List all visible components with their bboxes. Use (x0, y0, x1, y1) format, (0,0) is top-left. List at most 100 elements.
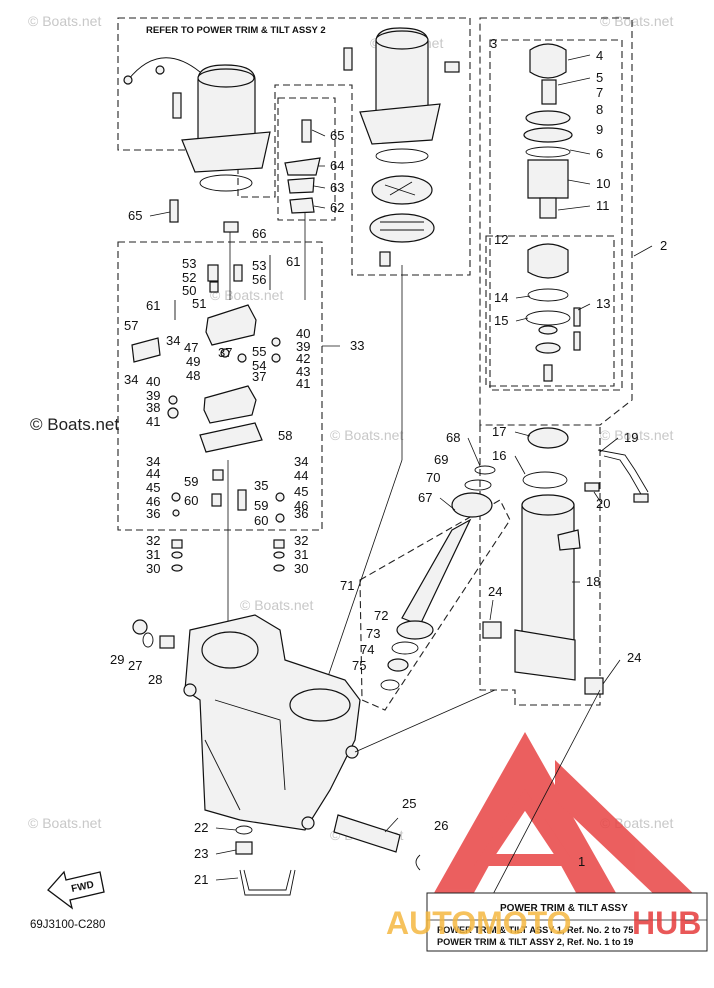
part-number: 23 (194, 846, 208, 861)
part-number: 56 (252, 272, 266, 287)
part-number: 4 (596, 48, 603, 63)
part-number: 13 (596, 296, 610, 311)
part-number: 65 (128, 208, 142, 223)
part-number: 11 (596, 198, 610, 213)
legend-box: POWER TRIM & TILT ASSY POWER TRIM & TILT… (426, 892, 708, 952)
part-number: 61 (146, 298, 160, 313)
trim-motor-ref (123, 57, 271, 192)
part-number: 5 (596, 70, 603, 85)
part-number: 68 (446, 430, 460, 445)
part-number: 70 (426, 470, 440, 485)
part-number: 40 (296, 326, 310, 341)
part-number: 60 (184, 493, 198, 508)
part-number: 61 (286, 254, 300, 269)
brand-part-2: HUB (632, 905, 701, 941)
part-number: 24 (488, 584, 502, 599)
part-number: 59 (184, 474, 198, 489)
part-labels: 1 2 3 4 5 6 7 8 9 10 11 12 13 14 15 16 1… (110, 36, 667, 887)
part-number: 36 (146, 506, 160, 521)
assembly-boxes (117, 17, 633, 711)
part-number: 22 (194, 820, 208, 835)
watermark: © Boats.net (28, 13, 101, 29)
part-number: 44 (294, 468, 308, 483)
part-number: 8 (596, 102, 603, 117)
part-number: 58 (278, 428, 292, 443)
part-number: 44 (146, 466, 160, 481)
automotohub-logo (430, 732, 700, 900)
part-number: 53 (252, 258, 266, 273)
part-number: 42 (296, 351, 310, 366)
part-number: 46 (294, 498, 308, 513)
part-number: 39 (296, 339, 310, 354)
part-number: 16 (492, 448, 506, 463)
part-number: 73 (366, 626, 380, 641)
legend-line-1: POWER TRIM & TILT ASSY 1, Ref. No. 2 to … (437, 925, 633, 935)
part-number: 18 (586, 574, 600, 589)
part-number: 19 (624, 430, 638, 445)
part-number: 10 (596, 176, 610, 191)
part-number: 35 (254, 478, 268, 493)
part-number: 6 (596, 146, 603, 161)
diagram-code: 69J3100-C280 (30, 919, 105, 931)
part-number: 43 (296, 364, 310, 379)
part-number: 24 (627, 650, 641, 665)
part-number: 72 (374, 608, 388, 623)
small-parts-62-66 (169, 119, 321, 300)
part-number: 32 (146, 533, 160, 548)
part-number: 34 (166, 333, 180, 348)
watermark: © Boats.net (600, 13, 673, 29)
part-number: 49 (186, 354, 200, 369)
part-number: 17 (492, 424, 506, 439)
part-number: 54 (252, 358, 266, 373)
part-number: 71 (340, 578, 354, 593)
part-number: 67 (418, 490, 432, 505)
fwd-arrow: FWD (47, 870, 105, 910)
piston-rod (380, 465, 496, 691)
part-number: 69 (434, 452, 448, 467)
part-number: 34 (294, 454, 308, 469)
brand-part-1: AUTOMOTO (386, 905, 571, 941)
part-number: 64 (330, 158, 344, 173)
part-number: 37 (218, 345, 232, 360)
part-number: 3 (490, 36, 497, 51)
part-number: 48 (186, 368, 200, 383)
part-number: 52 (182, 270, 196, 285)
part-number: 21 (194, 872, 208, 887)
part-number: 75 (352, 658, 366, 673)
part-number: 45 (146, 480, 160, 495)
part-number: 30 (146, 561, 160, 576)
part-number: 1 (578, 854, 585, 869)
part-number: 41 (296, 376, 310, 391)
part-number: 53 (182, 256, 196, 271)
watermark: © Boats.net (28, 815, 101, 831)
header-note: REFER TO POWER TRIM & TILT ASSY 2 (146, 25, 326, 36)
part-number: 55 (252, 344, 266, 359)
part-number: 32 (294, 533, 308, 548)
part-number: 41 (146, 414, 160, 429)
part-number: 50 (182, 283, 196, 298)
part-number: 15 (494, 313, 508, 328)
legend-title: POWER TRIM & TILT ASSY (500, 903, 628, 914)
part-number: 40 (146, 374, 160, 389)
part-number: 33 (350, 338, 364, 353)
part-number: 2 (660, 238, 667, 253)
part-number: 57 (124, 318, 138, 333)
part-number: 66 (252, 226, 266, 241)
fwd-label: FWD (70, 879, 95, 894)
part-number: 28 (148, 672, 162, 687)
part-number: 9 (596, 122, 603, 137)
part-number: 14 (494, 290, 508, 305)
part-number: 27 (128, 658, 142, 673)
part-number: 36 (294, 506, 308, 521)
watermark: © Boats.net (240, 597, 313, 613)
part-number: 74 (360, 642, 374, 657)
watermark: © Boats.net (330, 427, 403, 443)
part-number: 46 (146, 494, 160, 509)
part-number: 62 (330, 200, 344, 215)
part-number: 34 (146, 454, 160, 469)
part-number: 37 (252, 369, 266, 384)
part-number: 30 (294, 561, 308, 576)
part-number: 12 (494, 232, 508, 247)
part-number: 51 (192, 296, 206, 311)
